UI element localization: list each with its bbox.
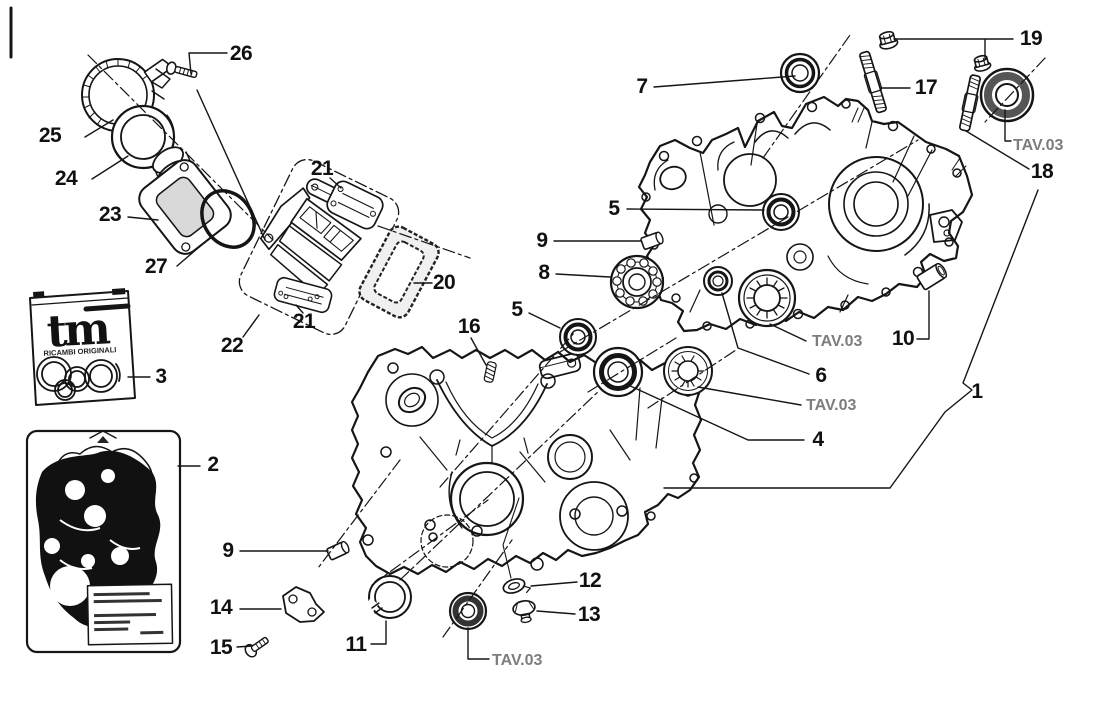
gasket-holes [44, 469, 143, 606]
oil-seal-6-drawing [704, 267, 732, 295]
callout-18: 18 [1030, 160, 1054, 183]
callout-7: 7 [636, 75, 648, 98]
callout-5b: 5 [511, 298, 523, 321]
callout-14: 14 [209, 596, 233, 619]
callout-11: 11 [345, 633, 367, 656]
callout-9b: 9 [222, 539, 234, 562]
callout-24: 24 [54, 167, 78, 190]
ball-bearing-8-drawing [611, 256, 663, 308]
oil-seal-4-drawing [594, 348, 642, 396]
reed-valve-assembly-drawing [234, 154, 404, 340]
callout-23: 23 [98, 203, 122, 226]
callout-2: 2 [207, 453, 219, 476]
drain-plug-13-drawing [512, 599, 537, 624]
callout-17: 17 [914, 76, 938, 99]
reed-petal-21b-drawing [273, 276, 333, 314]
callout-13: 13 [577, 603, 601, 626]
callout-22: 22 [220, 334, 244, 357]
callout-4: 4 [812, 428, 824, 451]
gasket-kit-pack-drawing [27, 431, 180, 652]
callout-27: 27 [144, 255, 168, 278]
callout-15: 15 [209, 636, 233, 659]
callout-12: 12 [578, 569, 602, 592]
oil-seal-11-drawing [363, 576, 411, 618]
spring-16-drawing [484, 361, 497, 382]
callout-21a: 21 [310, 157, 334, 180]
ref-label-tav-mid: TAV.03 [812, 333, 863, 350]
callout-8: 8 [538, 261, 550, 284]
crankcase-left-half-drawing [352, 347, 701, 574]
ref-label-tav-top: TAV.03 [1013, 137, 1064, 154]
bearing-5b-drawing [560, 319, 596, 355]
oil-seal-7-drawing [781, 54, 819, 92]
callout-9a: 9 [536, 229, 548, 252]
o-ring-drawing [191, 181, 265, 258]
oil-seal-tav03-bottom-drawing [450, 593, 486, 629]
bag-o-rings [37, 357, 120, 400]
callout-25: 25 [38, 124, 62, 147]
gasket-20-drawing [356, 223, 442, 321]
reed-petal-21a-drawing [324, 178, 386, 231]
callout-19: 19 [1019, 27, 1043, 50]
ref-label-tav-bottom: TAV.03 [492, 652, 543, 669]
leader-lines [85, 39, 1038, 659]
bolt-15-drawing [243, 634, 271, 659]
tm-logo: tm [46, 303, 112, 357]
center-lines [88, 35, 1045, 637]
screw-26-drawing [165, 61, 198, 80]
dowel-pin-9b-drawing [326, 540, 350, 560]
callout-6: 6 [815, 364, 827, 387]
bushing-10-drawing [917, 262, 949, 290]
hose-clamp-drawing [82, 58, 171, 131]
bearing-5a-drawing [763, 194, 799, 230]
callout-1: 1 [971, 380, 983, 403]
sealing-washer-12-drawing [502, 575, 532, 599]
ref-label-tav-mid2: TAV.03 [806, 397, 857, 414]
bearing-tav03-top-drawing [981, 69, 1033, 121]
roller-bearing-tav03-drawing [739, 270, 795, 326]
nut-19b-drawing [972, 54, 991, 73]
bracket-14-drawing [283, 587, 324, 622]
dowel-pin-9a-drawing [640, 231, 664, 249]
callout-21b: 21 [292, 310, 316, 333]
crankcase-right-half-drawing [639, 97, 972, 331]
seals-kit-bag-drawing: tm RICAMBI ORIGINALI [30, 288, 135, 405]
callout-26: 26 [229, 42, 253, 65]
callout-3: 3 [155, 365, 167, 388]
nut-19a-drawing [877, 30, 899, 51]
callout-16: 16 [457, 315, 481, 338]
rubber-sleeve-drawing [112, 106, 174, 168]
bolt-holes-right-case [642, 100, 961, 330]
stud-17-drawing [858, 50, 889, 113]
stud-18-drawing [958, 74, 982, 131]
callout-5a: 5 [608, 197, 620, 220]
callout-1-bracket [664, 190, 1038, 488]
callout-20: 20 [432, 271, 456, 294]
tm-subtitle: RICAMBI ORIGINALI [43, 345, 116, 358]
callout-10: 10 [891, 327, 915, 350]
